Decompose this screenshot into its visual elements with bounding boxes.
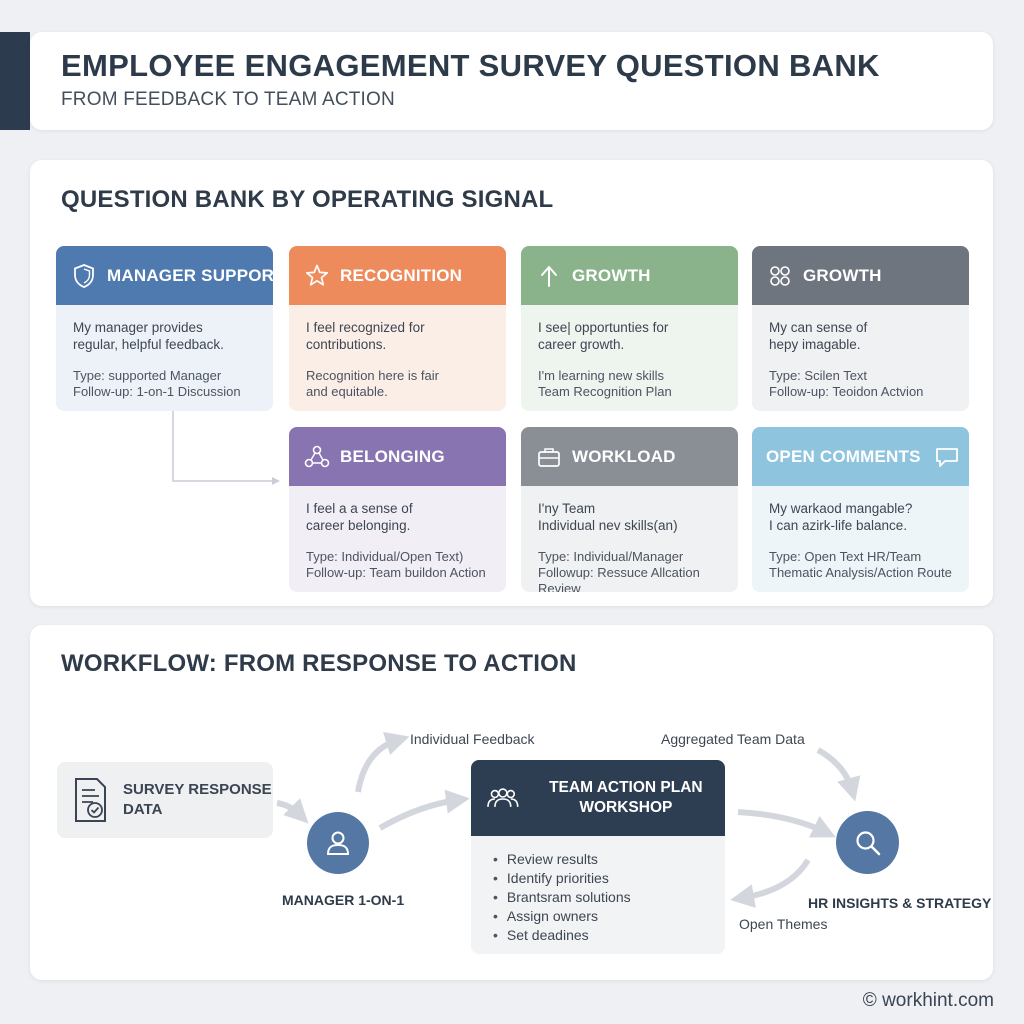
card-connector — [172, 407, 280, 485]
card-title: WORKLOAD — [572, 446, 676, 466]
document-check-icon — [75, 778, 106, 822]
survey-response-box: SURVEY RESPONSE DATA — [57, 762, 273, 838]
user-icon — [326, 831, 350, 855]
card-question: My warkaod mangable? I can azirk-life ba… — [769, 501, 913, 533]
card-question: I feel recognized for contributions. — [306, 320, 425, 352]
card-meta: Type: supported Manager Follow-up: 1-on-… — [73, 368, 241, 399]
workflow-heading: WORKFLOW: FROM RESPONSE TO ACTION — [61, 650, 577, 677]
briefcase-icon — [538, 447, 560, 467]
card-meta: Type: Open Text HR/Team Thematic Analysi… — [769, 549, 952, 580]
card-manager-support: MANAGER SUPPORT My manager provides regu… — [56, 246, 273, 411]
card-header: WORKLOAD — [521, 427, 738, 486]
magnifier-icon — [855, 830, 880, 855]
list-item: Review results — [493, 850, 725, 869]
manager-node — [307, 812, 369, 874]
card-question: My can sense of hepy imagable. — [769, 320, 868, 352]
card-header: GROWTH — [521, 246, 738, 305]
card-title: RECOGNITION — [340, 265, 463, 285]
list-item: Assign owners — [493, 907, 725, 926]
card-meta: I'm learning new skills Team Recognition… — [538, 368, 672, 399]
card-question: I feel a a sense of career belonging. — [306, 501, 413, 533]
card-header: GROWTH — [752, 246, 969, 305]
card-title: BELONGING — [340, 446, 445, 466]
card-meta: Recognition here is fair and equitable. — [306, 368, 439, 399]
action-plan-header: TEAM ACTION PLAN WORKSHOP — [471, 760, 725, 836]
card-meta: Type: Individual/Manager Followup: Ressu… — [538, 549, 700, 592]
header-accent-bar — [0, 32, 30, 130]
star-icon — [305, 264, 329, 286]
action-steps-list: Review results Identify priorities Brant… — [471, 836, 725, 945]
action-plan-box: TEAM ACTION PLAN WORKSHOP Review results… — [471, 760, 725, 954]
card-meta: Type: Scilen Text Follow-up: Teoidon Act… — [769, 368, 924, 399]
card-header: MANAGER SUPPORT — [56, 246, 273, 305]
card-title: OPEN COMMENTS — [766, 446, 921, 466]
card-title: GROWTH — [803, 265, 882, 285]
card-question: I'ny Team Individual nev skills(an) — [538, 501, 678, 533]
aggregated-data-label: Aggregated Team Data — [661, 731, 805, 747]
header-panel: EMPLOYEE ENGAGEMENT SURVEY QUESTION BANK… — [30, 32, 993, 130]
card-workload: WORKLOAD I'ny Team Individual nev skills… — [521, 427, 738, 592]
arrow-up-icon — [541, 265, 557, 287]
list-item: Set deadines — [493, 926, 725, 945]
manager-label: MANAGER 1-ON-1 — [282, 892, 405, 908]
copyright: © workhint.com — [862, 990, 994, 1011]
card-header: OPEN COMMENTS — [752, 427, 969, 486]
individual-feedback-label: Individual Feedback — [410, 731, 535, 747]
card-header: BELONGING — [289, 427, 506, 486]
page-subtitle: FROM FEEDBACK TO TEAM ACTION — [61, 89, 395, 110]
card-question: My manager provides regular, helpful fee… — [73, 320, 224, 352]
survey-response-label: SURVEY RESPONSE DATA — [123, 781, 272, 818]
list-item: Brantsram solutions — [493, 888, 725, 907]
card-header: RECOGNITION — [289, 246, 506, 305]
card-title: GROWTH — [572, 265, 651, 285]
shield-icon — [74, 263, 94, 288]
open-themes-label: Open Themes — [739, 916, 828, 932]
team-icon — [487, 788, 519, 807]
network-icon — [304, 445, 330, 467]
card-recognition: RECOGNITION I feel recognized for contri… — [289, 246, 506, 411]
chat-icon — [935, 447, 958, 467]
page-title: EMPLOYEE ENGAGEMENT SURVEY QUESTION BANK — [61, 48, 880, 83]
card-belonging: BELONGING I feel a a sense of career bel… — [289, 427, 506, 592]
card-growth-2: GROWTH My can sense of hepy imagable. Ty… — [752, 246, 969, 411]
action-plan-title: TEAM ACTION PLAN WORKSHOP — [549, 779, 703, 816]
card-growth: GROWTH I see| opportunties for career gr… — [521, 246, 738, 411]
card-title: MANAGER SUPPORT — [107, 265, 273, 285]
card-open-comments: OPEN COMMENTS My warkaod mangable? I can… — [752, 427, 969, 592]
links-icon — [770, 265, 790, 286]
card-meta: Type: Individual/Open Text) Follow-up: T… — [306, 549, 486, 580]
question-bank-heading: QUESTION BANK BY OPERATING SIGNAL — [61, 186, 554, 213]
list-item: Identify priorities — [493, 869, 725, 888]
card-question: I see| opportunties for career growth. — [538, 320, 669, 352]
hr-node — [836, 811, 899, 874]
hr-label: HR INSIGHTS & STRATEGY — [808, 895, 992, 911]
